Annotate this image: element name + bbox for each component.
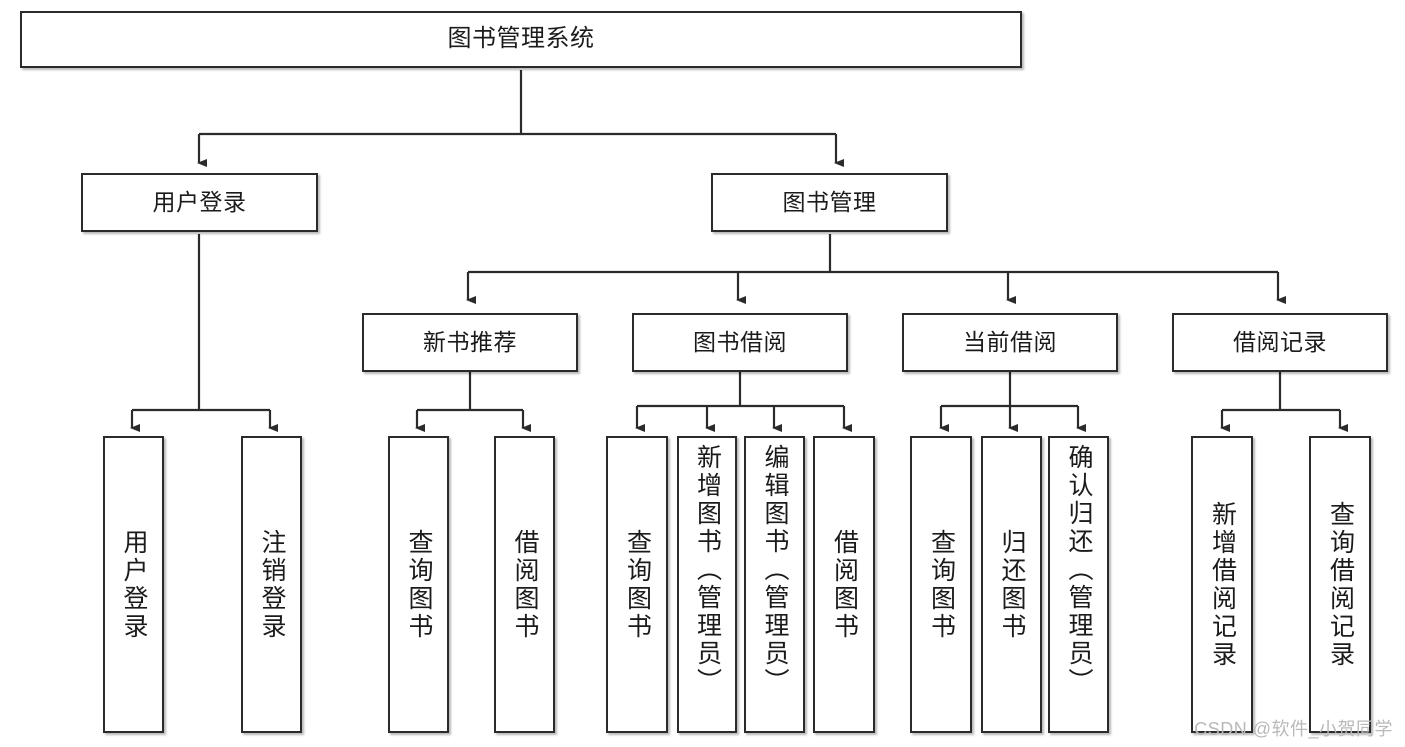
node-label: 图书管理系统 <box>447 25 595 53</box>
node-book-borrow[interactable]: 图书借阅 <box>632 313 848 372</box>
leaf-record-add-record[interactable]: 新增借阅记录 <box>1191 436 1253 733</box>
node-label: 借阅记录 <box>1233 328 1327 355</box>
node-label: 新增图书（管理员） <box>693 444 722 696</box>
leaf-current-query-book[interactable]: 查询图书 <box>910 436 972 733</box>
leaf-borrow-borrow-book[interactable]: 借阅图书 <box>813 436 875 733</box>
leaf-borrow-add-book[interactable]: 新增图书（管理员） <box>677 436 737 733</box>
leaf-user-logout[interactable]: 注销登录 <box>241 436 302 733</box>
csdn-watermark: CSDN @软件_小贺同学 <box>1194 719 1393 739</box>
node-label: 借阅图书 <box>830 528 859 641</box>
node-label: 用户登录 <box>120 528 148 641</box>
node-new-book-recommend[interactable]: 新书推荐 <box>362 313 578 372</box>
node-label: 图书借阅 <box>693 328 787 355</box>
node-label: 归还图书 <box>998 528 1026 641</box>
node-label: 当前借阅 <box>963 328 1057 355</box>
node-label: 注销登录 <box>258 528 286 641</box>
node-book-management[interactable]: 图书管理 <box>711 173 948 232</box>
node-label: 用户登录 <box>152 188 247 215</box>
node-label: 查询图书 <box>623 528 652 641</box>
node-label: 新书推荐 <box>423 328 517 355</box>
node-current-borrow[interactable]: 当前借阅 <box>902 313 1118 372</box>
leaf-current-return-book[interactable]: 归还图书 <box>981 436 1042 733</box>
node-label: 借阅图书 <box>511 528 539 641</box>
leaf-current-confirm-return[interactable]: 确认归还（管理员） <box>1048 436 1109 733</box>
node-user-login[interactable]: 用户登录 <box>81 173 318 232</box>
node-borrow-record[interactable]: 借阅记录 <box>1172 313 1388 372</box>
leaf-borrow-query-book[interactable]: 查询图书 <box>606 436 668 733</box>
node-label: 查询借阅记录 <box>1326 500 1355 669</box>
leaf-recommend-borrow-book[interactable]: 借阅图书 <box>494 436 555 733</box>
node-label: 查询图书 <box>405 528 433 641</box>
leaf-record-query-record[interactable]: 查询借阅记录 <box>1309 436 1371 733</box>
node-label: 确认归还（管理员） <box>1065 444 1093 696</box>
node-label: 新增借阅记录 <box>1208 500 1237 669</box>
leaf-borrow-edit-book[interactable]: 编辑图书（管理员） <box>744 436 805 733</box>
node-label: 图书管理 <box>782 188 877 215</box>
node-label: 查询图书 <box>927 528 956 641</box>
leaf-user-login[interactable]: 用户登录 <box>103 436 164 733</box>
node-root-system[interactable]: 图书管理系统 <box>20 11 1022 68</box>
leaf-recommend-query-book[interactable]: 查询图书 <box>388 436 449 733</box>
node-label: 编辑图书（管理员） <box>761 444 789 696</box>
